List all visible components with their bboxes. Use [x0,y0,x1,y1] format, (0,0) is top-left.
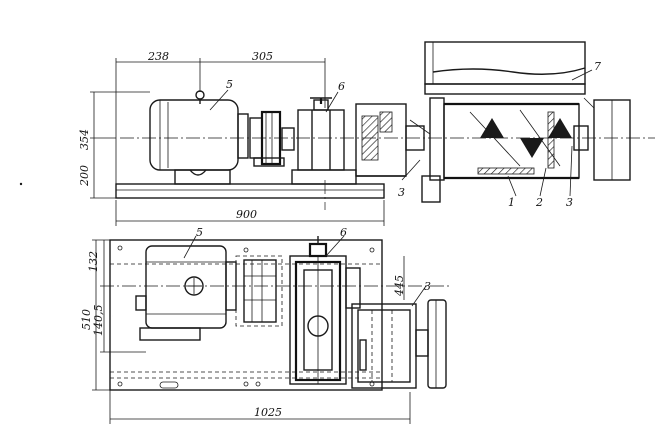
dim-305: 305 [252,50,273,63]
label-plan-coupling-3: 3 [424,280,431,293]
stray-dot [19,182,23,186]
label-coupling-3: 3 [398,186,405,199]
label-part-1: 1 [508,196,515,209]
dim-140-5: 140,5 [92,305,105,337]
label-plan-motor-5: 5 [196,226,203,239]
dim-354: 354 [78,129,91,150]
bolt-holes [117,245,375,389]
dim-1025: 1025 [254,406,282,419]
motor-plan [135,245,237,341]
dim-132: 132 [87,251,100,272]
label-plan-reducer-6: 6 [340,226,347,239]
plan-view: 132 140,5 510 1025 445 5 6 3 [80,226,450,424]
label-reducer-6: 6 [338,80,345,93]
gearbox-plan [351,299,447,389]
label-part-3: 3 [566,196,573,209]
label-screen-7: 7 [594,60,601,73]
coupling-elevation [249,110,295,167]
dim-200: 200 [78,165,91,187]
coupling-plan [235,255,283,327]
label-motor-5: 5 [226,78,233,91]
elevation-view: 238 305 354 200 900 5 6 7 3 1 2 3 [78,41,655,226]
motor-elevation [149,90,249,185]
reducer-plan [289,236,361,385]
reducer-elevation [291,97,357,185]
dim-510: 510 [80,309,93,330]
dim-900: 900 [236,208,257,221]
label-part-2: 2 [535,196,543,209]
gearbox-elevation [355,103,431,177]
dim-445: 445 [393,275,406,297]
drum-housing [421,41,631,203]
dim-238: 238 [147,50,169,63]
